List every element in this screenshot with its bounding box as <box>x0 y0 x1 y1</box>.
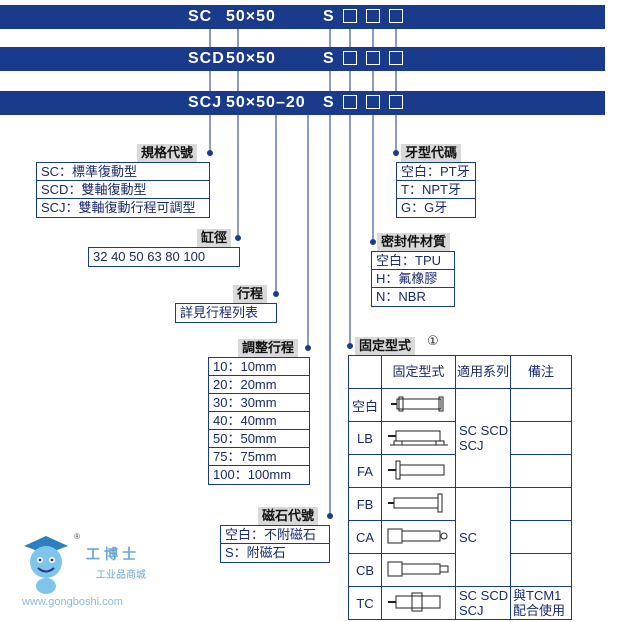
mascot-icon <box>24 536 68 594</box>
list-item: 32 40 50 63 80 100 <box>93 249 206 264</box>
list-item: 詳見行程列表 <box>180 305 259 320</box>
watermark-brand: 工博士 <box>86 546 140 562</box>
mount-series-group1: SC SCD SCJ <box>455 388 511 488</box>
code-s: S <box>323 94 335 111</box>
list-item: SCJ：雙軸復動行程可調型 <box>41 200 196 215</box>
cylinder-cb-icon <box>381 553 456 587</box>
code-slot <box>366 95 380 109</box>
bore-title: 缸徑 <box>197 229 232 247</box>
list-item: H：氟橡膠 <box>372 270 454 288</box>
stroke-list: 詳見行程列表 <box>175 303 277 323</box>
code-series: SC <box>188 8 213 25</box>
mount-name: FA <box>348 454 382 488</box>
list-item: 50：50mm <box>209 430 309 448</box>
code-bar-sc: SC 50×50 S <box>0 5 605 29</box>
seal-title: 密封件材質 <box>377 233 451 251</box>
code-slot <box>389 9 403 23</box>
list-item: 空白：不附磁石 <box>221 526 329 544</box>
mount-title: 固定型式 <box>355 337 416 355</box>
list-item: 20：20mm <box>209 376 309 394</box>
mount-table: 固定型式 適用系列 備注 空白 SC SCD SCJ LB FA FB SC C… <box>348 355 572 620</box>
list-item: T：NPT牙 <box>397 181 475 199</box>
table-header-type: 固定型式 <box>381 355 456 389</box>
cylinder-lb-icon <box>381 421 456 455</box>
list-item: 10：10mm <box>209 358 309 376</box>
code-slot <box>343 51 357 65</box>
mount-name: CA <box>348 520 382 554</box>
registered-mark: ® <box>74 532 80 541</box>
list-item: 空白：TPU <box>372 252 454 270</box>
thread-title: 牙型代碼 <box>401 144 462 162</box>
code-series: SCD <box>188 50 225 67</box>
mount-remark-tc: 與TCM1配合使用 <box>510 586 572 620</box>
seal-list: 空白：TPU H：氟橡膠 N：NBR <box>371 251 455 307</box>
code-series: SCJ <box>188 94 223 111</box>
table-header-blank <box>348 355 382 389</box>
list-item: 30：30mm <box>209 394 309 412</box>
table-header-series: 適用系列 <box>455 355 511 389</box>
code-bar-scd: SCD 50×50 S <box>0 47 605 71</box>
code-slot <box>389 95 403 109</box>
code-s: S <box>323 8 335 25</box>
cylinder-ca-icon <box>381 520 456 554</box>
cylinder-tc-icon <box>381 586 456 620</box>
code-size: 50×50 <box>226 50 276 67</box>
code-slot <box>343 95 357 109</box>
thread-list: 空白：PT牙 T：NPT牙 G：G牙 <box>396 162 476 218</box>
code-slot <box>366 9 380 23</box>
mount-series-tc: SC SCD SCJ <box>455 586 511 620</box>
list-item: 40：40mm <box>209 412 309 430</box>
list-item: 100：100mm <box>213 467 292 482</box>
code-bar-scj: SCJ 50×50–20 S <box>0 91 605 115</box>
code-slot <box>366 51 380 65</box>
list-item: S：附磁石 <box>225 545 286 560</box>
mount-name: LB <box>348 421 382 455</box>
note-mark: ① <box>427 333 439 348</box>
adjust-stroke-list: 10：10mm 20：20mm 30：30mm 40：40mm 50：50mm … <box>208 357 310 485</box>
mount-series-group2: SC <box>455 487 511 587</box>
watermark-url: www.gongboshi.com <box>22 596 123 608</box>
list-item: G：G牙 <box>401 200 448 215</box>
mount-name: 空白 <box>348 388 382 422</box>
code-slot <box>343 9 357 23</box>
cylinder-fb-icon <box>381 487 456 521</box>
mount-name: TC <box>348 586 382 620</box>
list-item: N：NBR <box>376 289 426 304</box>
code-size: 50×50 <box>226 8 276 25</box>
code-slot <box>389 51 403 65</box>
adjust-stroke-title: 調整行程 <box>238 339 299 357</box>
code-size: 50×50–20 <box>226 94 306 111</box>
model-code-title: 規格代號 <box>137 144 198 162</box>
watermark-tagline: 工业品商城 <box>96 570 146 581</box>
list-item: SCD：雙軸復動型 <box>37 181 209 199</box>
code-s: S <box>323 50 335 67</box>
model-code-list: SC：標準復動型 SCD：雙軸復動型 SCJ：雙軸復動行程可調型 <box>36 162 210 218</box>
cylinder-fa-icon <box>381 454 456 488</box>
mount-name: FB <box>348 487 382 521</box>
list-item: 75：75mm <box>209 448 309 466</box>
stroke-title: 行程 <box>233 285 268 303</box>
cylinder-icon <box>381 388 456 422</box>
list-item: 空白：PT牙 <box>397 163 475 181</box>
list-item: SC：標準復動型 <box>37 163 209 181</box>
table-header-remark: 備注 <box>510 355 572 389</box>
bore-list: 32 40 50 63 80 100 <box>88 247 240 267</box>
mount-name: CB <box>348 553 382 587</box>
magnet-title: 磁石代號 <box>258 507 319 525</box>
watermark-logo: ® 工博士 工业品商城 www.gongboshi.com <box>16 532 176 612</box>
magnet-list: 空白：不附磁石 S：附磁石 <box>220 525 330 563</box>
